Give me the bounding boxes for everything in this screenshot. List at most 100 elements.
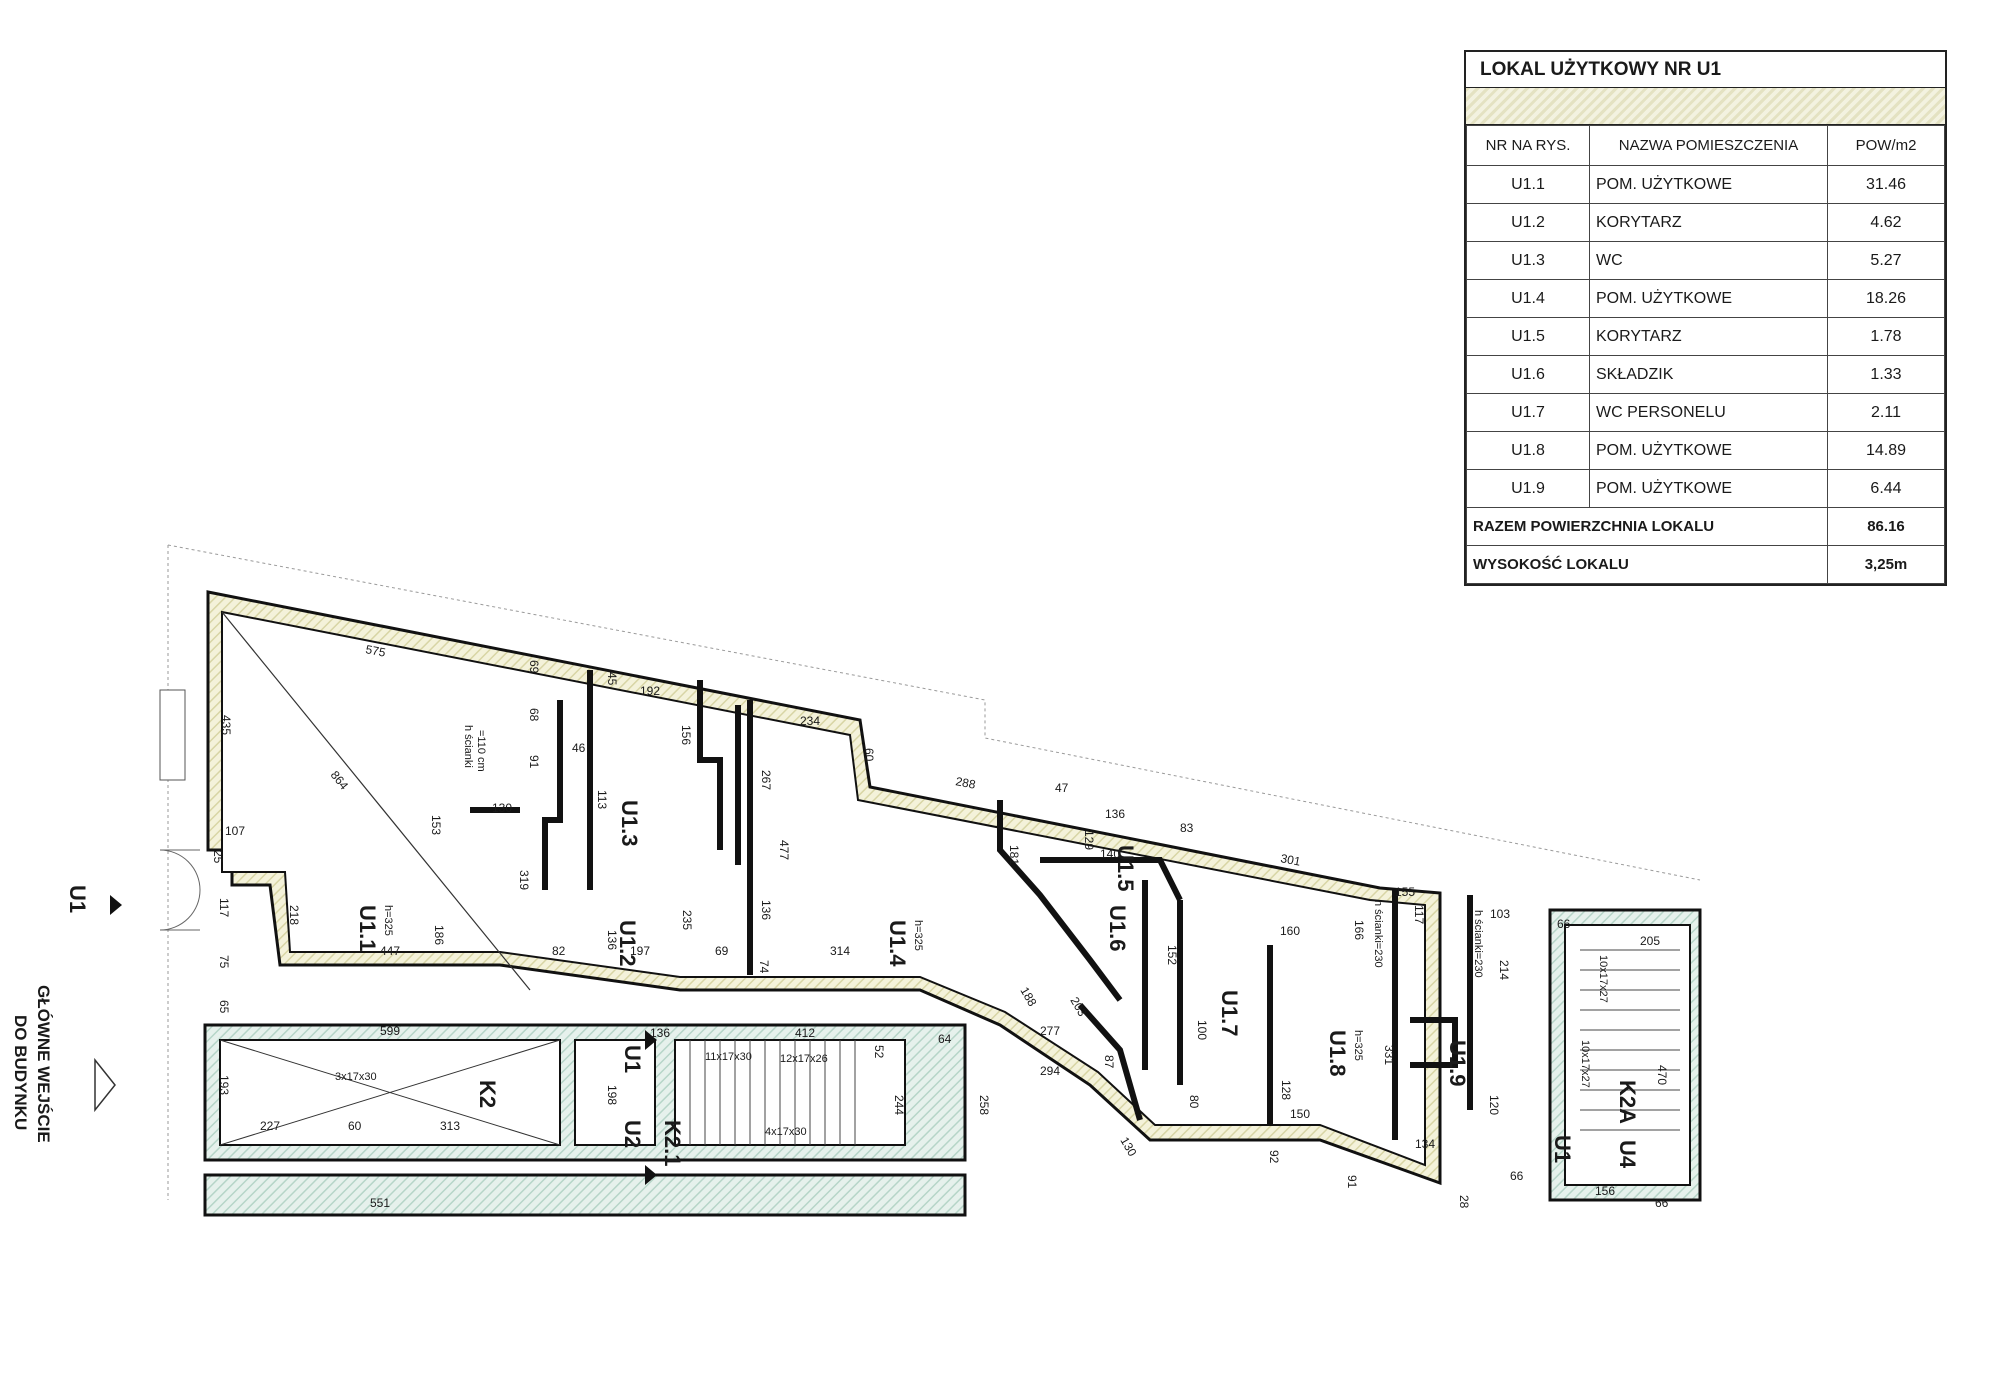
stair-note-s1: 3x17x30 (335, 1071, 377, 1083)
stair-note-s5: 10x17x27 (1597, 955, 1609, 1003)
dim-label: 75 (217, 955, 231, 969)
room-label-u1-9: U1.9 (1445, 1040, 1470, 1086)
note-wall-height-c: h ścianki=230 (1372, 900, 1384, 968)
row-nr: U1.9 (1466, 469, 1590, 508)
room-label-u1-1: U1.1 (355, 905, 380, 951)
dim-label: 107 (225, 824, 245, 838)
dim-label: 198 (605, 1085, 619, 1105)
dim-label: 160 (1280, 924, 1300, 938)
header-name: NAZWA POMIESZCZENIA (1589, 125, 1828, 166)
dim-label: 166 (1352, 920, 1366, 940)
stair-note-s3: 12x17x26 (780, 1053, 828, 1065)
row-name: KORYTARZ (1589, 203, 1828, 242)
unit-marker-u4-right: U4 (1615, 1140, 1640, 1169)
unit-height-value: 3,25m (1827, 545, 1945, 584)
height-u1-8: h=325 (1352, 1030, 1364, 1061)
room-label-u1-5: U1.5 (1113, 845, 1138, 891)
dim-label: 153 (429, 815, 443, 835)
dim-label: 140 (1100, 847, 1120, 861)
dim-label: 87 (1102, 1055, 1116, 1069)
dim-label: 205 (1640, 934, 1660, 948)
table-row: U1.5 KORYTARZ 1.78 (1466, 317, 1945, 356)
dim-label: 46 (572, 741, 586, 755)
room-label-u1-2: U1.2 (615, 920, 640, 966)
dim-label: 218 (287, 905, 301, 925)
dim-label: 60 (862, 748, 876, 762)
row-name: SKŁADZIK (1589, 355, 1828, 394)
unit-marker-u1-right: U1 (1550, 1135, 1575, 1163)
dim-label: 69 (715, 944, 729, 958)
dim-label: 186 (432, 925, 446, 945)
row-area: 2.11 (1827, 393, 1945, 432)
dim-label: 130 (492, 801, 512, 815)
row-nr: U1.4 (1466, 279, 1590, 318)
dim-label: 117 (1412, 905, 1426, 924)
row-area: 18.26 (1827, 279, 1945, 318)
dim-label: 130 (1117, 1135, 1139, 1160)
row-area: 1.78 (1827, 317, 1945, 356)
unit-marker-u1-mid: U1 (620, 1045, 645, 1073)
dim-label: 65 (217, 1000, 231, 1014)
height-u1-1: h=325 (382, 905, 394, 936)
row-name: KORYTARZ (1589, 317, 1828, 356)
height-u1-4: h=325 (912, 920, 924, 951)
room-label-u1-3: U1.3 (617, 800, 642, 846)
note-wall-height-d: h ścianki=230 (1472, 910, 1484, 978)
stair-note-s4: 4x17x30 (765, 1126, 807, 1138)
dim-label: 66 (1510, 1169, 1524, 1183)
unit-marker-u2-mid: U2 (620, 1120, 645, 1148)
row-name: POM. UŻYTKOWE (1589, 469, 1828, 508)
entrance-label-line1: GŁÓWNE WEJŚCIE (34, 985, 53, 1143)
dim-label: 80 (1187, 1095, 1201, 1109)
dim-label: 197 (630, 944, 650, 958)
dim-label: 69 (527, 660, 541, 674)
dim-label: 134 (1415, 1137, 1435, 1151)
dim-label: 60 (348, 1119, 362, 1133)
entrance-doors (159, 689, 201, 931)
dim-label: 120 (1487, 1095, 1501, 1115)
row-area: 6.44 (1827, 469, 1945, 508)
property-boundary (167, 544, 1701, 1200)
dim-label: 128 (1279, 1080, 1293, 1100)
area-table: LOKAL UŻYTKOWY NR U1 NR NA RYS. NAZWA PO… (1464, 50, 1947, 586)
entrance-label-line2: DO BUDYNKU (11, 1015, 30, 1130)
unit-height-row: WYSOKOŚĆ LOKALU 3,25m (1466, 545, 1945, 584)
arrow-u1-mid-icon (645, 1030, 657, 1050)
dim-label: 152 (1165, 945, 1179, 965)
dim-label: 301 (1279, 851, 1302, 869)
dim-label: 129 (1082, 830, 1096, 850)
dim-label: 319 (517, 870, 531, 890)
table-row: U1.4 POM. UŻYTKOWE 18.26 (1466, 279, 1945, 318)
dim-label: 156 (679, 725, 693, 745)
row-nr: U1.7 (1466, 393, 1590, 432)
table-row: U1.2 KORYTARZ 4.62 (1466, 203, 1945, 242)
room-label-u1-6: U1.6 (1105, 905, 1130, 951)
dim-label: 150 (1290, 1107, 1310, 1121)
room-label-u1-4: U1.4 (885, 920, 910, 967)
table-row: U1.7 WC PERSONELU 2.11 (1466, 393, 1945, 432)
room-label-k2: K2 (475, 1080, 500, 1108)
note-wall-height-a: h ścianki (462, 725, 474, 768)
unit-height-label: WYSOKOŚĆ LOKALU (1466, 545, 1828, 584)
dim-label: 244 (892, 1095, 906, 1115)
dim-label: 435 (219, 715, 233, 735)
dim-label: 234 (800, 714, 820, 728)
row-area: 14.89 (1827, 431, 1945, 470)
row-name: WC (1589, 241, 1828, 280)
dim-label: 52 (872, 1045, 886, 1059)
diagonal-u11 (221, 611, 531, 991)
dimensions: 575 435 864 69 68 91 46 130 153 107 25 2… (211, 642, 1669, 1210)
dim-label: 136 (650, 1026, 670, 1040)
dim-label: 181 (1007, 845, 1021, 865)
dim-label: 447 (380, 944, 400, 958)
area-table-stripe (1466, 88, 1945, 125)
interior-walls (470, 670, 1473, 1140)
dim-label: 66 (1655, 1196, 1669, 1210)
dim-label: 214 (1497, 960, 1511, 980)
arrow-u2-mid-icon (645, 1165, 657, 1185)
row-nr: U1.5 (1466, 317, 1590, 356)
dim-label: 294 (1040, 1064, 1060, 1078)
lower-units (203, 908, 1702, 1217)
unit-u1-outline (206, 590, 1442, 1186)
